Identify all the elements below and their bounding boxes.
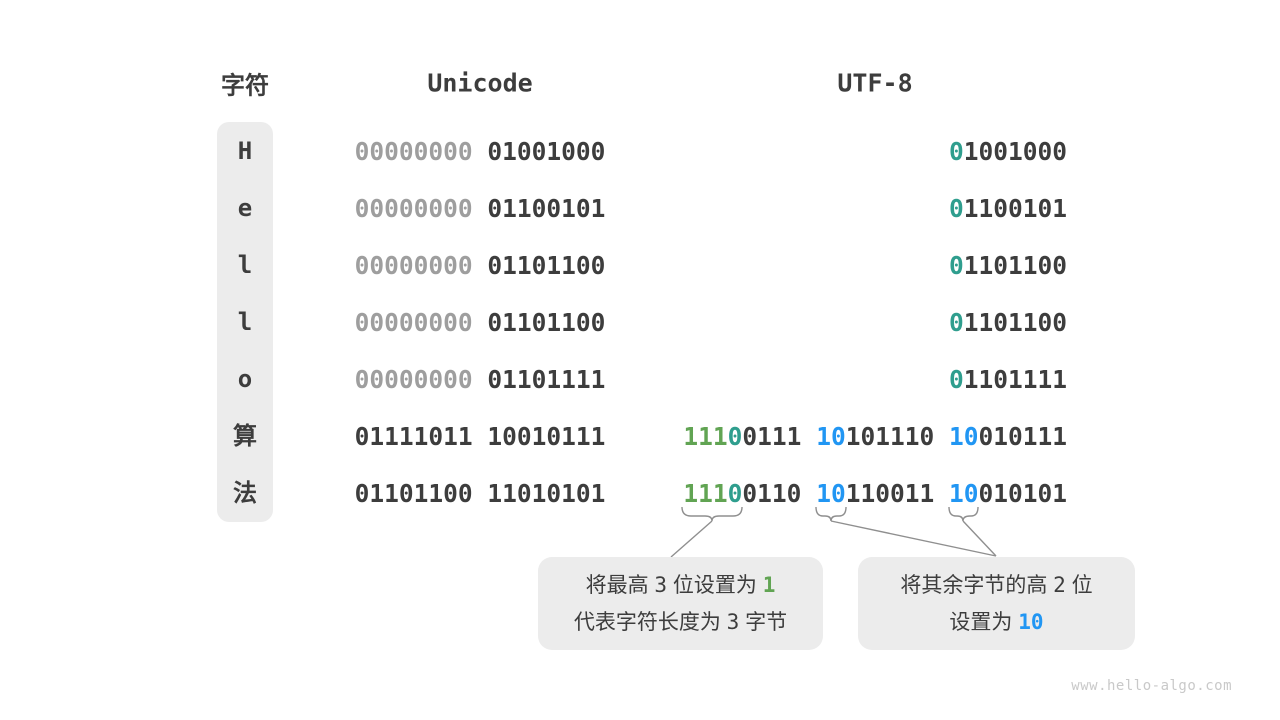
callout-text-segment: 2 bbox=[1053, 572, 1066, 597]
unicode-value: 00000000 01101100 bbox=[355, 237, 606, 294]
binary-segment: 0 bbox=[948, 194, 964, 223]
callout-text-segment: 代表字符长度为 bbox=[573, 610, 727, 634]
character-cell: H bbox=[237, 137, 253, 165]
binary-segment: 1001000 bbox=[963, 137, 1067, 166]
character-cell: e bbox=[237, 194, 253, 222]
unicode-value: 00000000 01100101 bbox=[355, 180, 606, 237]
binary-segment: 1101111 bbox=[963, 365, 1067, 394]
binary-segment: 01111011 10010111 bbox=[354, 422, 606, 451]
unicode-value: 00000000 01001000 bbox=[355, 123, 606, 180]
binary-segment: 00000000 bbox=[354, 194, 473, 223]
utf8-value: 11100111 10101110 10010111 bbox=[683, 408, 1067, 465]
utf8-value: 01100101 bbox=[949, 180, 1067, 237]
binary-segment: 10 bbox=[816, 422, 846, 451]
callout-line: 设置为 10 bbox=[949, 604, 1043, 641]
binary-segment: 00000000 bbox=[354, 308, 473, 337]
callout-text-segment: 10 bbox=[1018, 609, 1044, 634]
binary-segment: 01101111 bbox=[472, 365, 606, 394]
binary-segment: 010111 bbox=[978, 422, 1067, 451]
callout-continuation-bits-rule: 将其余字节的高 2 位设置为 10 bbox=[858, 557, 1135, 650]
binary-segment: 0111 bbox=[742, 422, 817, 451]
binary-segment: 01101100 bbox=[472, 308, 606, 337]
binary-segment: 10 bbox=[816, 479, 846, 508]
callout-text-segment: 3 bbox=[654, 572, 668, 597]
binary-segment: 0 bbox=[948, 308, 964, 337]
binary-segment: 0 bbox=[948, 137, 964, 166]
callout-text-segment: 1 bbox=[762, 572, 776, 597]
callout-text-segment: 字节 bbox=[739, 610, 788, 634]
character-cell: 算 bbox=[233, 422, 257, 450]
utf8-value: 01001000 bbox=[949, 123, 1067, 180]
column-header-character: 字符 bbox=[221, 72, 269, 100]
binary-segment: 01101100 bbox=[472, 251, 606, 280]
callout-line: 将其余字节的高 2 位 bbox=[900, 567, 1092, 604]
binary-segment: 0 bbox=[948, 251, 964, 280]
binary-segment: 010101 bbox=[978, 479, 1067, 508]
binary-segment: 110011 bbox=[845, 479, 949, 508]
watermark: www.hello-algo.com bbox=[1071, 678, 1232, 694]
binary-segment: 0 bbox=[948, 365, 964, 394]
binary-segment: 0110 bbox=[742, 479, 817, 508]
callout-text-segment: 3 bbox=[726, 609, 740, 634]
unicode-value: 01111011 10010111 bbox=[355, 408, 606, 465]
utf8-value: 11100110 10110011 10010101 bbox=[683, 465, 1067, 522]
character-column-background bbox=[217, 122, 273, 522]
binary-segment: 1101100 bbox=[963, 308, 1067, 337]
binary-segment: 01001000 bbox=[472, 137, 606, 166]
character-cell: l bbox=[237, 308, 253, 336]
binary-segment: 00000000 bbox=[354, 137, 473, 166]
binary-segment: 00000000 bbox=[354, 365, 473, 394]
binary-segment: 01100101 bbox=[472, 194, 606, 223]
connector-line-prefix1-to-callout1 bbox=[670, 520, 713, 558]
binary-segment: 10 bbox=[948, 422, 979, 451]
unicode-value: 00000000 01101111 bbox=[355, 351, 606, 408]
callout-text-segment: 将最高 bbox=[585, 573, 655, 597]
binary-segment: 00000000 bbox=[354, 251, 473, 280]
binary-segment: 1101100 bbox=[963, 251, 1067, 280]
unicode-value: 00000000 01101100 bbox=[355, 294, 606, 351]
character-cell: o bbox=[237, 365, 253, 393]
callout-line: 将最高 3 位设置为 1 bbox=[586, 567, 776, 604]
connector-line-prefix3-to-callout2 bbox=[962, 520, 997, 557]
unicode-value: 01101100 11010101 bbox=[355, 465, 606, 522]
character-cell: 法 bbox=[233, 479, 257, 507]
binary-segment: 10 bbox=[948, 479, 979, 508]
connector-line-prefix2-to-callout2 bbox=[830, 520, 997, 557]
binary-segment: 0 bbox=[727, 479, 743, 508]
column-header-unicode: Unicode bbox=[427, 68, 533, 98]
utf8-value: 01101111 bbox=[949, 351, 1067, 408]
column-header-utf8: UTF-8 bbox=[837, 68, 913, 98]
binary-segment: 1100101 bbox=[963, 194, 1067, 223]
binary-segment: 111 bbox=[683, 479, 728, 508]
callout-text-segment: 设置为 bbox=[949, 610, 1019, 634]
callout-text-segment: 位 bbox=[1065, 573, 1093, 597]
binary-segment: 111 bbox=[683, 422, 728, 451]
callout-text-segment: 位设置为 bbox=[667, 573, 763, 597]
utf8-value: 01101100 bbox=[949, 237, 1067, 294]
binary-segment: 01101100 11010101 bbox=[354, 479, 606, 508]
callout-line: 代表字符长度为 3 字节 bbox=[574, 604, 787, 641]
utf8-value: 01101100 bbox=[949, 294, 1067, 351]
character-cell: l bbox=[237, 251, 253, 279]
callout-text-segment: 将其余字节的高 bbox=[900, 573, 1054, 597]
binary-segment: 101110 bbox=[845, 422, 949, 451]
binary-segment: 0 bbox=[727, 422, 743, 451]
